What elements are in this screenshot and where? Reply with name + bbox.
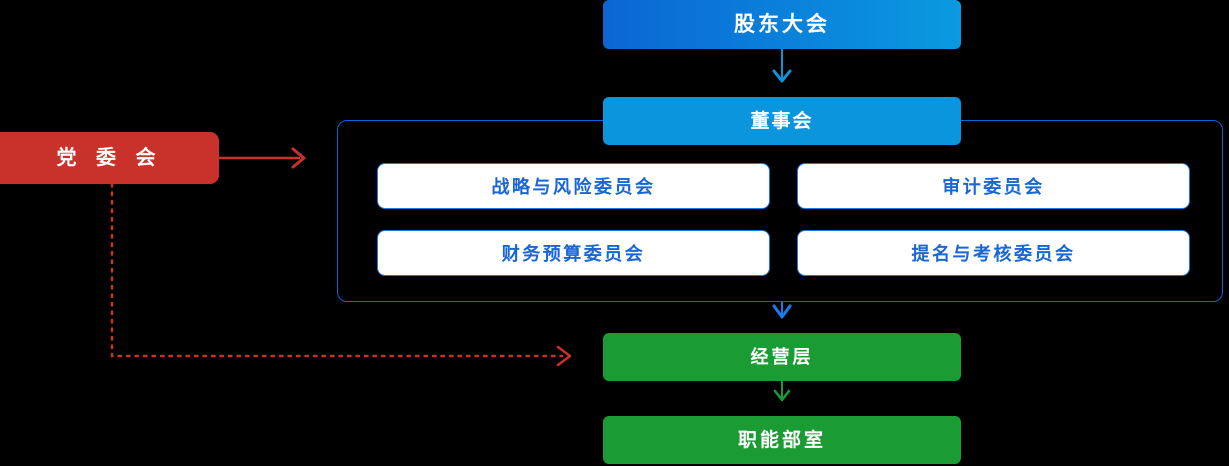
node-nomination-assessment-committee[interactable]: 提名与考核委员会 [797, 230, 1190, 276]
node-party-committee[interactable]: 党 委 会 [0, 132, 219, 184]
connector-party-to-board [219, 147, 306, 169]
node-audit-committee[interactable]: 审计委员会 [797, 163, 1190, 209]
node-board-of-directors[interactable]: 董事会 [603, 97, 961, 145]
connector-board-to-management [772, 302, 792, 319]
node-functional-departments[interactable]: 职能部室 [603, 416, 961, 464]
connector-management-to-departments [773, 381, 791, 402]
node-finance-budget-committee[interactable]: 财务预算委员会 [377, 230, 770, 276]
node-management-layer[interactable]: 经营层 [603, 333, 961, 381]
connector-shareholders-to-board [772, 49, 792, 83]
node-shareholders-meeting[interactable]: 股东大会 [603, 0, 961, 49]
node-strategy-risk-committee[interactable]: 战略与风险委员会 [377, 163, 770, 209]
